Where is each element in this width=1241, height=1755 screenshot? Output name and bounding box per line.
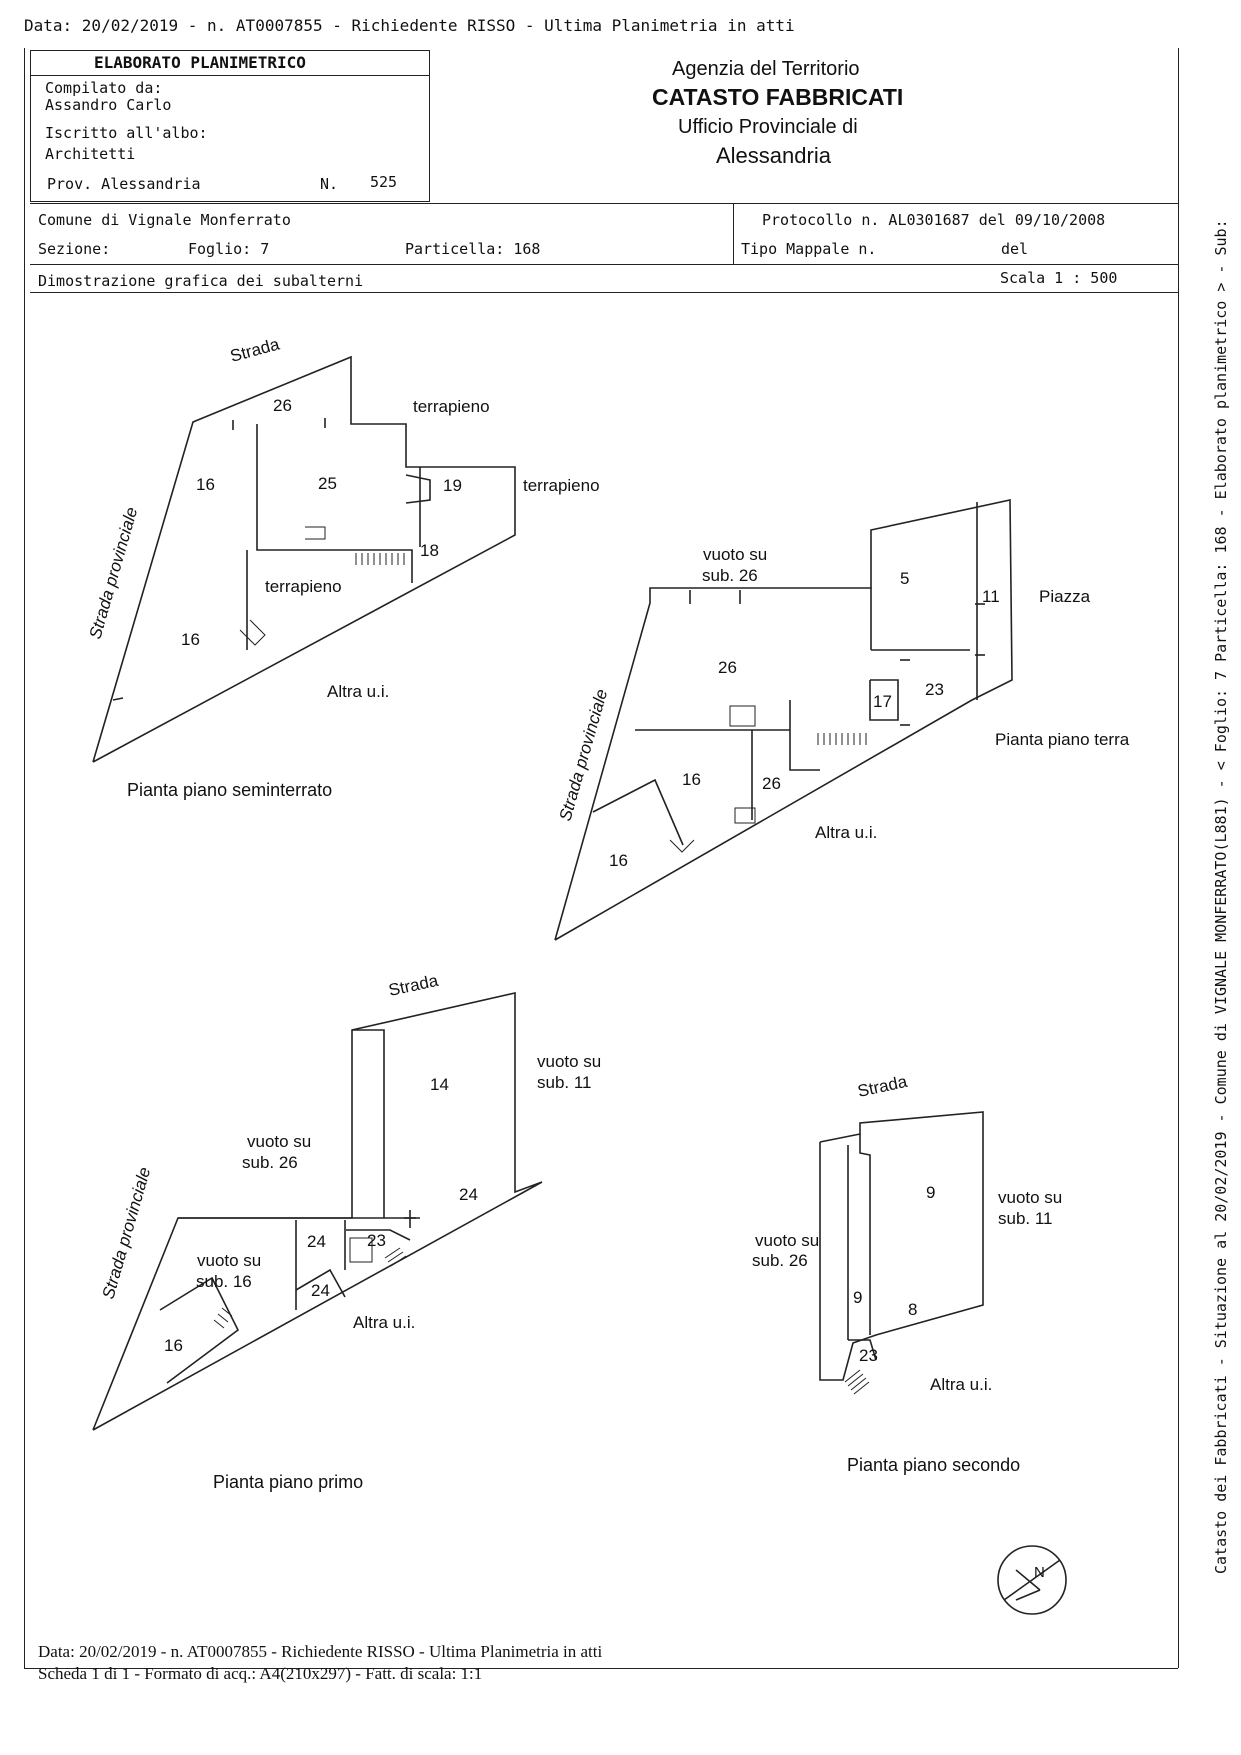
secondo-v26a: vuoto su [755,1231,819,1250]
secondo-altra: Altra u.i. [930,1375,992,1394]
terra-sub-26b: 26 [762,774,781,793]
semi-strada: Strada [228,334,282,365]
primo-strada-prov: Strada provinciale [99,1165,155,1301]
terra-sub-23: 23 [925,680,944,699]
plan-secondo-outline [819,1111,984,1381]
semi-terrapieno-2: terrapieno [523,476,600,495]
compilato-name: Assandro Carlo [45,96,172,114]
footer-line1: Data: 20/02/2019 - n. AT0007855 - Richie… [38,1642,603,1661]
info-rule-bottom [30,292,1178,293]
primo-sub-24b: 24 [307,1232,326,1251]
terra-vuoto1: vuoto su [703,545,767,564]
agency-line4: Alessandria [716,143,831,168]
foglio: Foglio: 7 [188,240,270,258]
semi-sub-19: 19 [443,476,462,495]
info-divider [733,203,734,264]
agency-line3: Ufficio Provinciale di [678,116,858,138]
agency-line2: CATASTO FABBRICATI [652,84,904,110]
caption-primo: Pianta piano primo [213,1472,364,1492]
caption-secondo: Pianta piano secondo [847,1455,1021,1475]
north-label: N [1034,1564,1045,1581]
terra-sub-16b: 16 [609,851,628,870]
prov-value: Prov. Alessandria [47,175,201,193]
semi-sub-18: 18 [420,541,439,560]
plan-terra-stairs [669,705,867,853]
info-rule-mid [30,264,1178,265]
secondo-sub-23: 23 [859,1346,878,1365]
primo-v11a: vuoto su [537,1052,601,1071]
primo-v11b: sub. 11 [537,1073,592,1092]
elaborato-title: ELABORATO PLANIMETRICO [94,53,306,72]
primo-v16b: sub. 16 [196,1272,252,1291]
semi-terrapieno-3: terrapieno [265,577,342,596]
protocollo: Protocollo n. AL0301687 del 09/10/2008 [762,211,1106,229]
primo-sub-14: 14 [430,1075,449,1094]
terra-altra: Altra u.i. [815,823,877,842]
plan-seminterrato-outline [92,355,516,763]
n-value: 525 [370,173,398,191]
footer-line2: Scheda 1 di 1 - Formato di acq.: A4(210x… [38,1664,483,1683]
n-label: N. [320,175,339,193]
primo-strada: Strada [387,971,440,1000]
terra-sub-11: 11 [982,587,1000,606]
agency-line1: Agenzia del Territorio [672,58,860,80]
north-arrow-icon [997,1545,1067,1615]
semi-strada-prov: Strada provinciale [86,505,142,641]
terra-sub-26a: 26 [718,658,737,677]
elaborato-title-rule [30,75,430,76]
plan-secondo-stairs [844,1369,870,1395]
comune: Comune di Vignale Monferrato [38,211,291,229]
primo-v26a: vuoto su [247,1132,311,1151]
plan-terra-outline [554,499,1013,941]
plan-primo-stairs [213,1237,407,1329]
primo-sub-24a: 24 [459,1185,478,1204]
secondo-sub-9a: 9 [926,1183,935,1202]
semi-sub-16a: 16 [196,475,215,494]
semi-sub-16b: 16 [181,630,200,649]
caption-seminterrato: Pianta piano seminterrato [127,780,333,800]
scala: Scala 1 : 500 [1000,269,1118,287]
terra-piazza: Piazza [1039,587,1091,606]
plan-seminterrato-stairs [239,526,405,646]
primo-v16a: vuoto su [197,1251,261,1270]
secondo-sub-9b: 9 [853,1288,862,1307]
semi-sub-26: 26 [273,396,292,415]
frame-left [24,48,25,1668]
tipo-del: del [1001,240,1029,258]
terra-sub-16a: 16 [682,770,701,789]
frame-right [1178,48,1179,1668]
iscritto-label: Iscritto all'albo: [45,124,208,142]
dimostrazione: Dimostrazione grafica dei subalterni [38,272,364,290]
secondo-v11a: vuoto su [998,1188,1062,1207]
secondo-strada: Strada [856,1072,909,1101]
tipo-mappale: Tipo Mappale n. [741,240,877,258]
semi-altra: Altra u.i. [327,682,389,701]
elaborato-box [30,50,430,202]
primo-sub-24c: 24 [311,1281,330,1300]
primo-v26b: sub. 26 [242,1153,298,1172]
terra-sub-17: 17 [873,692,892,711]
primo-sub-23: 23 [367,1231,386,1250]
albo-value: Architetti [45,145,136,163]
terra-caption-side: Pianta piano terra [995,730,1130,749]
secondo-v11b: sub. 11 [998,1209,1053,1228]
top-header: Data: 20/02/2019 - n. AT0007855 - Richie… [24,16,795,35]
terra-sub-5: 5 [900,569,909,588]
terra-strada-prov: Strada provinciale [556,687,612,823]
primo-sub-16: 16 [164,1336,183,1355]
frame-bottom [24,1668,1178,1669]
compilato-label: Compilato da: [45,79,163,97]
particella: Particella: 168 [405,240,541,258]
primo-altra: Altra u.i. [353,1313,415,1332]
secondo-sub-8: 8 [908,1300,917,1319]
info-rule-top [30,203,1178,204]
semi-terrapieno-1: terrapieno [413,397,490,416]
secondo-v26b: sub. 26 [752,1251,808,1270]
plan-primo-outline [92,991,543,1431]
semi-sub-25: 25 [318,474,337,493]
sezione: Sezione: [38,240,111,258]
terra-vuoto2: sub. 26 [702,566,758,585]
